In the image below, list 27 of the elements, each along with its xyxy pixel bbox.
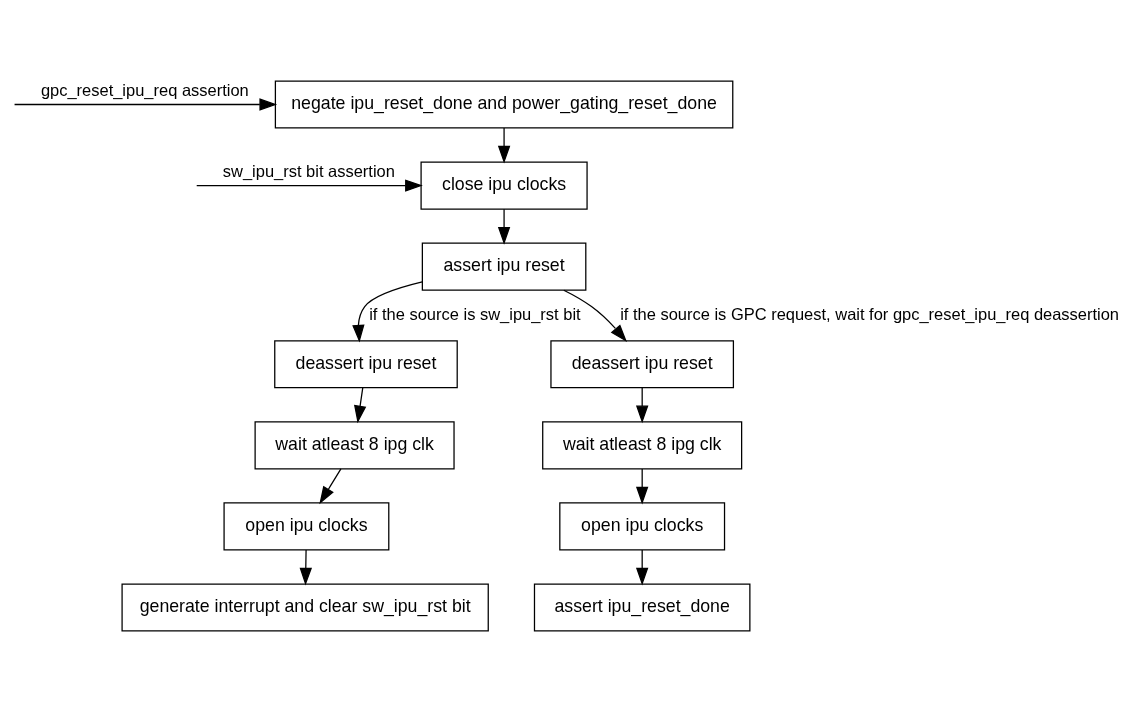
arrow <box>635 467 649 504</box>
node-box: negate ipu_reset_done and power_gating_reset_done <box>274 79 734 129</box>
node-box: open ipu clocks <box>223 501 390 550</box>
node-box: deassert ipu reset <box>274 339 458 388</box>
node-box: assert ipu_reset_done <box>533 582 751 632</box>
arrow <box>352 280 423 343</box>
edge-label: if the source is sw_ipu_rst bit <box>369 304 581 323</box>
arrow <box>319 467 342 504</box>
edge-label: if the source is GPC request, wait for gpc_reset_ipu_req deassertion <box>620 304 1120 323</box>
node-box: close ipu clocks <box>420 161 588 210</box>
arrow <box>497 208 511 245</box>
arrow <box>354 386 367 423</box>
arrow <box>635 548 649 586</box>
arrow <box>13 97 278 111</box>
node-box: assert ipu reset <box>421 242 587 291</box>
arrow <box>635 386 649 423</box>
arrow <box>299 548 312 586</box>
edge-label: gpc_reset_ipu_req assertion <box>40 80 249 99</box>
node-box: wait atleast 8 ipg clk <box>542 420 743 469</box>
arrow <box>196 178 423 192</box>
node-box: wait atleast 8 ipg clk <box>254 420 455 469</box>
node-box: open ipu clocks <box>559 501 726 550</box>
node-box: generate interrupt and clear sw_ipu_rst bit <box>121 582 489 632</box>
edge-label: sw_ipu_rst bit assertion <box>222 161 395 180</box>
node-box: deassert ipu reset <box>550 339 735 388</box>
arrow <box>497 126 511 164</box>
arrow <box>563 289 627 342</box>
